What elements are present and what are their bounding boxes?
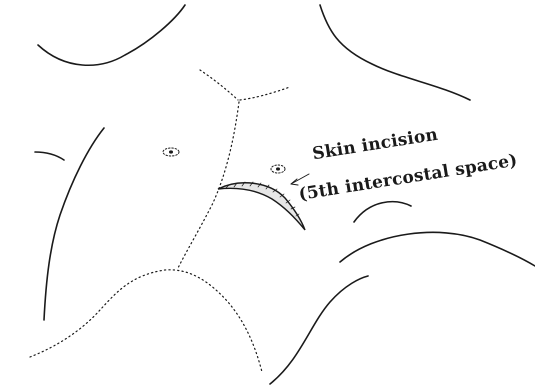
clavicle-left-dotted-line [200, 70, 238, 100]
left-nipple [163, 148, 179, 156]
clavicle-right-dotted-line [240, 87, 290, 100]
right-nipple [271, 165, 285, 173]
incision-annotation: Skin incision (5th intercostal space) [291, 113, 519, 205]
neck-shoulder-left-contour [38, 5, 185, 65]
neck-shoulder-right-contour [320, 5, 470, 100]
body-outline [35, 5, 535, 384]
skin-incision [218, 182, 305, 230]
landmark-lines [30, 70, 290, 372]
right-arm-fold-contour [354, 202, 411, 222]
incision-crescent [218, 183, 305, 230]
lower-right-contour [270, 276, 368, 384]
annotation-line-1: Skin incision [311, 125, 439, 165]
right-flank-contour [340, 232, 535, 266]
abdominal-dotted-contour [30, 270, 262, 372]
left-arm-upper-contour [35, 152, 64, 160]
left-flank-contour [44, 128, 104, 320]
